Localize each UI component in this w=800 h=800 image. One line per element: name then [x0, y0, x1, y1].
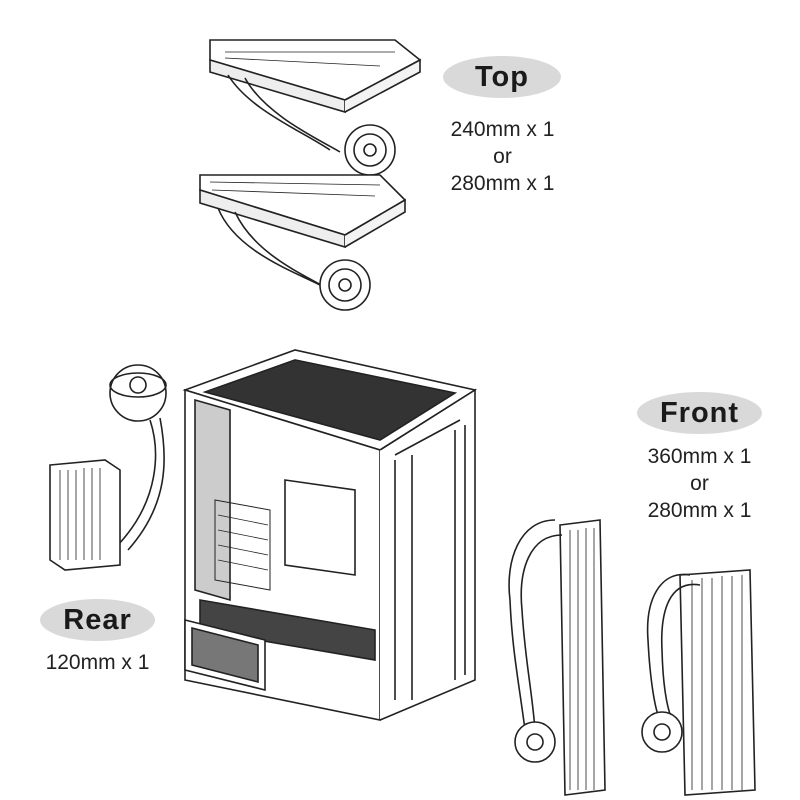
- top-spec: 240mm x 1 or 280mm x 1: [425, 116, 580, 197]
- top-or: or: [493, 145, 512, 168]
- front-option-2: 280mm x 1: [647, 499, 752, 522]
- top-label: Top: [443, 56, 561, 98]
- rear-label: Rear: [40, 599, 155, 641]
- front-or: or: [690, 472, 709, 495]
- front-option-1: 360mm x 1: [647, 445, 752, 468]
- rear-radiator: [49, 364, 167, 571]
- top-radiator-280: [199, 174, 407, 311]
- top-option-2: 280mm x 1: [450, 172, 555, 195]
- front-label: Front: [637, 392, 762, 434]
- top-option-1: 240mm x 1: [450, 118, 555, 141]
- front-spec: 360mm x 1 or 280mm x 1: [622, 443, 777, 524]
- front-radiator-280: [641, 569, 756, 796]
- rear-spec: 120mm x 1: [20, 649, 175, 676]
- pc-case: [182, 349, 478, 721]
- top-radiator-240: [209, 39, 422, 176]
- rear-option-1: 120mm x 1: [45, 651, 150, 674]
- front-radiator-360: [508, 519, 606, 796]
